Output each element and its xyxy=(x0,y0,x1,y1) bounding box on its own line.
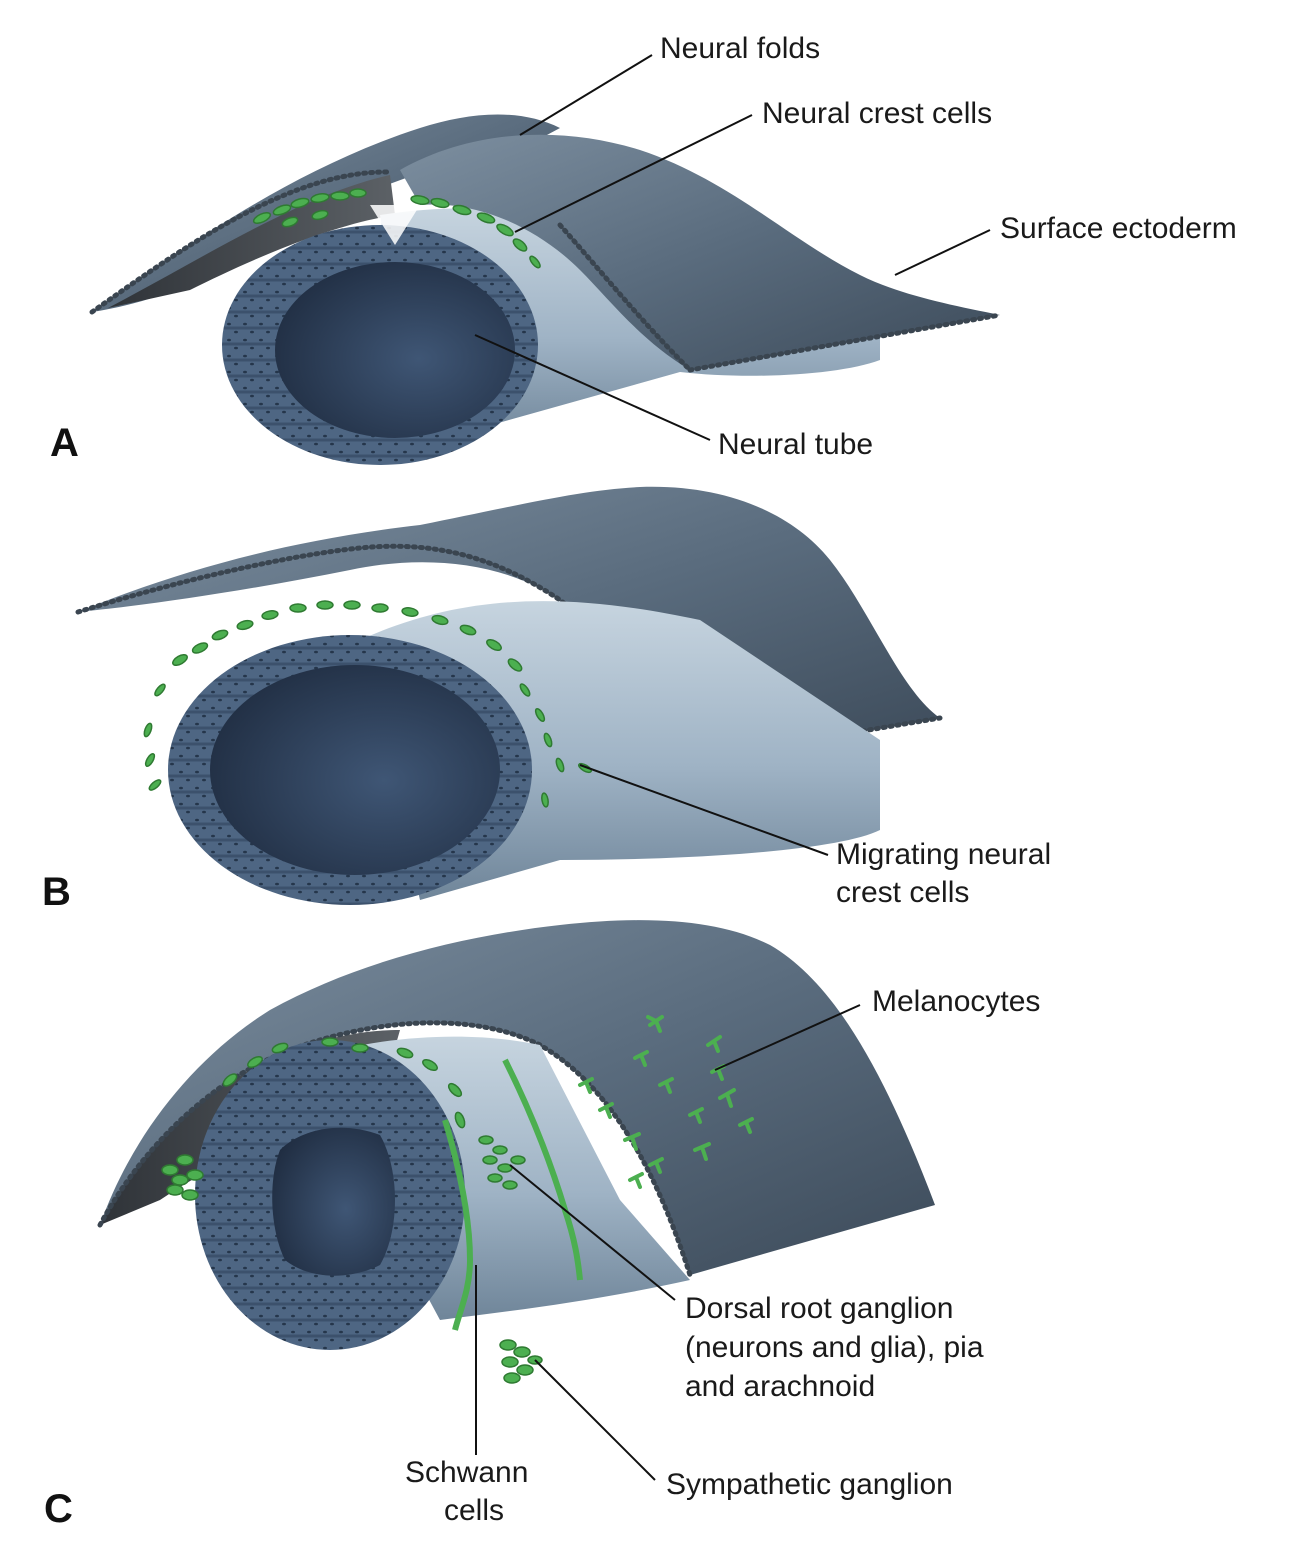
label-neural-tube: Neural tube xyxy=(718,428,873,461)
label-drg-line2: (neurons and glia), pia xyxy=(685,1331,984,1364)
panel-a xyxy=(89,114,1003,465)
labels: Neural folds Neural crest cells Surface … xyxy=(42,32,1237,1531)
leader-lines xyxy=(474,54,991,1481)
label-drg-line3: and arachnoid xyxy=(685,1370,875,1403)
leader-neural-folds xyxy=(519,54,653,136)
leader-neural-tube xyxy=(474,334,711,441)
neural-tube-lumen xyxy=(275,262,515,438)
label-schwann-line1: Schwann xyxy=(405,1456,528,1489)
left-ganglion-cluster xyxy=(161,1154,204,1201)
surface-ectoderm-c xyxy=(100,920,935,1275)
label-migrating-line2: crest cells xyxy=(836,876,969,909)
panel-b xyxy=(75,486,943,905)
leader-migrating xyxy=(579,764,829,856)
panel-letter-b: B xyxy=(42,870,71,914)
schwann-cells-chain xyxy=(442,1119,474,1331)
label-neural-crest-cells: Neural crest cells xyxy=(762,97,992,130)
label-sympathetic: Sympathetic ganglion xyxy=(666,1468,953,1501)
label-drg-line1: Dorsal root ganglion xyxy=(685,1292,954,1325)
panel-c xyxy=(97,920,935,1384)
panel-letter-c: C xyxy=(44,1487,73,1531)
surface-ectoderm-sheet xyxy=(400,134,1000,370)
leader-surface-ectoderm xyxy=(894,229,991,276)
label-melanocytes: Melanocytes xyxy=(872,985,1040,1018)
dorsal-root-ganglion-cluster xyxy=(478,1135,526,1190)
label-neural-folds: Neural folds xyxy=(660,32,820,65)
peripheral-nerve xyxy=(502,1058,583,1281)
leader-melanocytes xyxy=(714,1004,861,1071)
label-surface-ectoderm: Surface ectoderm xyxy=(1000,212,1237,245)
leader-sympathetic xyxy=(534,1359,656,1481)
crest-cells-c xyxy=(222,1037,466,1129)
leader-neural-crest-cells xyxy=(514,114,753,233)
label-schwann-line2: cells xyxy=(444,1494,504,1527)
neural-tube-lumen-b xyxy=(210,665,500,875)
melanocytes-cells xyxy=(578,1015,754,1189)
leader-drg xyxy=(509,1164,676,1301)
migrating-crest-cells xyxy=(143,600,592,808)
label-migrating-line1: Migrating neural xyxy=(836,838,1051,871)
neural-tube-lumen-c xyxy=(272,1127,395,1276)
sympathetic-ganglion-cluster xyxy=(499,1339,543,1384)
neural-crest-cells-a xyxy=(252,188,541,269)
panel-letter-a: A xyxy=(50,421,79,465)
